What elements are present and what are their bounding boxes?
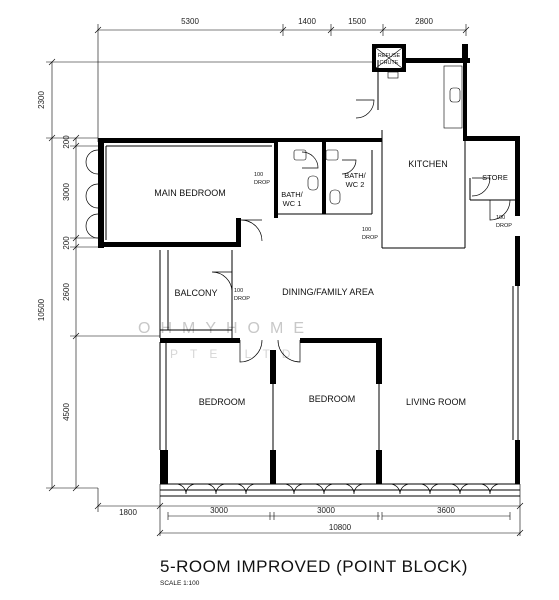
doors: [211, 99, 511, 363]
watermark-line-2: PTE LTD: [170, 347, 302, 361]
label-main-bedroom: MAIN BEDROOM: [154, 188, 226, 198]
dim-bottom-2: 3000: [210, 506, 228, 515]
toilet-icon: [307, 175, 319, 191]
dim-left-outer-2: 10500: [37, 298, 46, 321]
room-labels: MAIN BEDROOM KITCHEN STORE BATH/ WC 1 BA…: [154, 53, 508, 407]
drop-kitchen-a: 100: [362, 227, 371, 233]
label-kitchen: KITCHEN: [408, 159, 448, 169]
watermark-line-1: OHMYHOME: [138, 320, 314, 337]
dim-top-4: 2800: [415, 17, 433, 26]
drop-balcony-a: 100: [234, 288, 243, 294]
dim-bottom-overall: 10800: [329, 523, 352, 532]
drop-store-b: DROP: [496, 223, 512, 229]
dim-bottom-1: 1800: [119, 508, 137, 517]
drop-labels: 100 DROP 100 DROP 100 DROP 100 DROP: [234, 172, 512, 302]
dim-left-inner-5: 4500: [62, 403, 71, 421]
dim-left-inner-1: 200: [62, 135, 71, 149]
top-dimensions: 5300 1400 1500 2800: [94, 17, 470, 142]
dim-left-inner-4: 2600: [62, 283, 71, 301]
label-dining: DINING/FAMILY AREA: [282, 287, 374, 297]
plan-scale: SCALE 1:100: [160, 580, 200, 587]
label-bath-wc-1-b: WC 1: [283, 199, 302, 208]
drop-bath-1-a: 100: [254, 172, 263, 178]
drop-kitchen-b: DROP: [362, 235, 378, 241]
fixtures: [293, 47, 463, 205]
left-dimensions: 2300 10500 200 3000 200 2600 4500: [37, 58, 372, 492]
kitchen-counter: [443, 65, 463, 129]
bottom-dimensions: 1800 3000 3000 3600 10800: [94, 484, 524, 537]
windows: [85, 149, 501, 495]
label-living-room: LIVING ROOM: [406, 397, 466, 407]
toilet-icon: [329, 189, 341, 205]
chute-hopper: [387, 71, 399, 79]
label-bedroom-1: BEDROOM: [199, 397, 246, 407]
dim-top-1: 5300: [181, 17, 199, 26]
dim-left-inner-3: 200: [62, 236, 71, 250]
dim-left-outer-1: 2300: [37, 91, 46, 109]
drop-store-a: 100: [496, 215, 505, 221]
dim-bottom-3: 3000: [317, 506, 335, 515]
dim-bottom-4: 3600: [437, 506, 455, 515]
dim-top-2: 1400: [298, 17, 316, 26]
partitions: [105, 60, 520, 497]
drop-balcony-b: DROP: [234, 296, 250, 302]
label-bath-wc-1-a: BATH/: [281, 190, 303, 199]
label-bath-wc-2-b: WC 2: [346, 180, 365, 189]
label-chute: CHUTE: [380, 60, 399, 66]
dim-top-3: 1500: [348, 17, 366, 26]
basin-icon: [293, 149, 307, 161]
label-balcony: BALCONY: [174, 288, 217, 298]
refuse-chute-cross-2: [375, 47, 403, 69]
plan-title: 5-ROOM IMPROVED (POINT BLOCK): [160, 557, 468, 576]
label-store: STORE: [482, 173, 508, 182]
label-refuse: REFUSE: [378, 53, 401, 59]
basin-icon: [325, 149, 339, 161]
dim-left-inner-2: 3000: [62, 183, 71, 201]
drop-bath-1-b: DROP: [254, 180, 270, 186]
walls: [98, 44, 520, 484]
label-bath-wc-2-a: BATH/: [344, 171, 366, 180]
kitchen-sink-icon: [449, 87, 461, 103]
label-bedroom-2: BEDROOM: [309, 394, 356, 404]
